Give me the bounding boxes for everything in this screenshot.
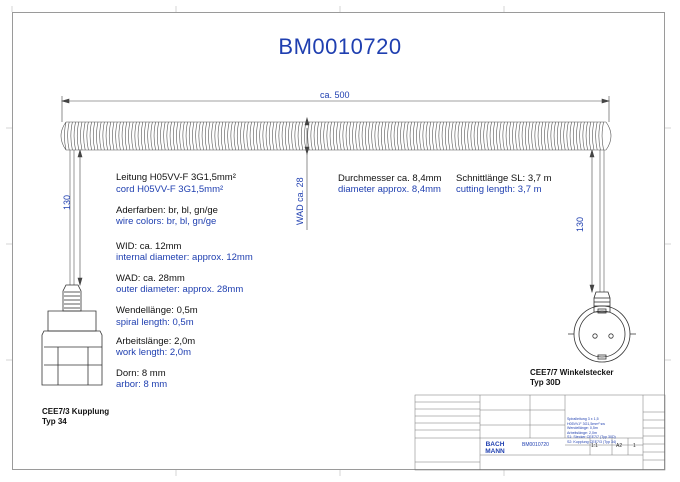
bachmann-logo: BACH MANN: [481, 441, 509, 455]
coil-turns: [64, 121, 604, 151]
left-connector-name: CEE7/3 Kupplung: [42, 407, 110, 416]
diameter-de: Durchmesser ca. 8,4mm: [338, 173, 442, 184]
title-note-5: S1: Stecker CEE7/7 (Typ 30D): [567, 435, 616, 439]
title-block-grid: [414, 394, 666, 471]
logo-line-2: MANN: [485, 448, 505, 455]
right-connector-name: CEE7/7 Winkelstecker: [530, 368, 614, 377]
title-note-6: S2: Kupplung CEE7/3 (Typ 34): [567, 439, 617, 444]
part-number-title: BM0010720: [278, 34, 402, 59]
coil-spring: [60, 121, 612, 151]
plug-cee7-7: [568, 291, 636, 363]
cord-spec-en: cord H05VV-F 3G1,5mm²: [116, 184, 224, 195]
scale-value: 1:1: [591, 443, 598, 449]
cutting-length-en: cutting length: 3,7 m: [456, 184, 542, 195]
coil-outline: [60, 121, 612, 151]
work-length-en: work length: 2,0m: [116, 347, 191, 358]
logo-line-1: BACH: [485, 441, 505, 448]
length-dimension-label: ca. 500: [320, 90, 350, 100]
sheet-value: 1: [633, 443, 636, 449]
format-value: A2: [616, 443, 623, 449]
arbor-en: arbor: 8 mm: [116, 379, 168, 390]
wire-colors-en: wire colors: br, bl, gn/ge: [116, 216, 217, 227]
internal-diameter-en: internal diameter: approx. 12mm: [116, 252, 253, 263]
title-note-2: H05VV-F 3G1,5mm² sw: [567, 421, 605, 426]
coil-outer-dimension-label: WAD ca. 28: [295, 177, 305, 225]
internal-diameter-de: WID: ca. 12mm: [116, 241, 182, 252]
spiral-length-de: Wendellänge: 0,5m: [116, 305, 198, 316]
left-straight-dimension-label: 130: [62, 194, 72, 210]
arbor-de: Dorn: 8 mm: [116, 368, 166, 379]
drawing-frame: [12, 12, 665, 470]
title-block: Spiralleitung 3 x 1,5 H05VV-F 3G1,5mm² s…: [415, 395, 665, 470]
right-connector-type: Typ 30D: [530, 378, 561, 387]
straight-length-dimensions: [77, 116, 595, 294]
left-connector-type: Typ 34: [42, 417, 67, 426]
frame-ticks: [6, 6, 671, 476]
title-note-1: Spiralleitung 3 x 1,5: [567, 417, 599, 421]
drawing-number: BM0010720: [522, 442, 549, 448]
straight-cords: [69, 150, 605, 292]
spiral-length-en: spiral length: 0,5m: [116, 317, 194, 328]
coupling-cee7-3: [41, 284, 103, 386]
right-straight-dimension-label: 130: [575, 216, 585, 232]
outer-diameter-de: WAD: ca. 28mm: [116, 273, 185, 284]
work-length-de: Arbeitslänge: 2,0m: [116, 336, 196, 347]
cord-spec-de: Leitung H05VV-F 3G1,5mm²: [116, 172, 236, 183]
cutting-length-de: Schnittlänge SL: 3,7 m: [456, 173, 552, 184]
diameter-en: diameter approx. 8,4mm: [338, 184, 441, 195]
length-dimension: [60, 96, 611, 122]
outer-diameter-en: outer diameter: approx. 28mm: [116, 284, 244, 295]
title-note-4: Arbeitslänge: 2,0m: [567, 430, 597, 435]
title-note-3: Wendellänge: 0,5m: [567, 426, 598, 430]
wire-colors-de: Aderfarben: br, bl, gn/ge: [116, 205, 218, 216]
